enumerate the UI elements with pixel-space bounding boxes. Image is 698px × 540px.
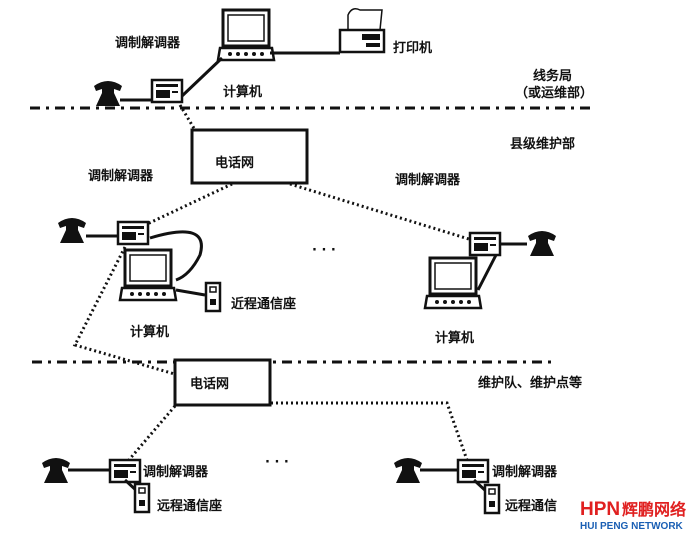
modem-icon <box>468 231 502 257</box>
modem-label: 调制解调器 <box>395 172 461 188</box>
printer-label: 打印机 <box>393 40 432 56</box>
level-bottom-label: 维护队、维护点等 <box>478 375 582 391</box>
watermark-bg <box>576 494 698 540</box>
remote-station-label: 远程通信座 <box>157 498 222 514</box>
telephone-icon <box>394 458 422 483</box>
phone-network-box <box>190 128 309 185</box>
modem-computer-cable <box>180 56 224 98</box>
modem-computer-cable <box>149 230 203 282</box>
watermark-brand-cn: 辉鹏网络 <box>622 500 686 519</box>
computer-icon <box>423 256 483 310</box>
phone-network-box <box>173 358 272 407</box>
computer-label: 计算机 <box>130 324 169 340</box>
phone-network-label: 电话网 <box>190 376 229 392</box>
telephone-icon <box>528 231 556 256</box>
level-top-label: 线务局 <box>533 68 572 84</box>
ellipsis: · · · <box>265 455 289 470</box>
level-top-sublabel: （或运维部） <box>515 85 593 101</box>
modem-computer-cable <box>476 254 498 291</box>
modem-icon <box>116 220 150 246</box>
modem-label: 调制解调器 <box>492 464 558 480</box>
link-right <box>289 182 473 242</box>
modem-icon <box>108 458 142 484</box>
remote-station-icon <box>483 483 501 515</box>
link-bottom-right <box>271 401 469 461</box>
link-bottom-left <box>126 405 177 462</box>
modem-icon <box>456 458 490 484</box>
ellipsis: · · · <box>312 243 336 258</box>
watermark-brand: HPN <box>580 499 620 520</box>
computer-icon <box>118 248 178 302</box>
computer-label: 计算机 <box>435 330 474 346</box>
telephone-icon <box>58 218 86 243</box>
phone-network-label: 电话网 <box>215 155 254 171</box>
remote-station-icon <box>133 482 151 514</box>
telephone-icon <box>94 81 122 106</box>
modem-label: 调制解调器 <box>115 35 181 51</box>
near-station-icon <box>204 281 222 313</box>
telephone-icon <box>42 458 70 483</box>
watermark-subtitle: HUI PENG NETWORK <box>580 521 684 532</box>
computer-station-cable <box>175 288 206 297</box>
modem-label: 调制解调器 <box>88 168 154 184</box>
modem-icon <box>150 78 184 104</box>
modem-label: 调制解调器 <box>143 464 209 480</box>
link-down <box>72 246 179 377</box>
remote-station-label: 远程通信 <box>505 498 557 514</box>
link-left <box>144 182 233 227</box>
near-station-label: 近程通信座 <box>231 296 296 312</box>
level-middle-label: 县级维护部 <box>510 136 575 152</box>
printer-icon <box>338 8 386 54</box>
computer-label: 计算机 <box>223 84 262 100</box>
computer-icon <box>216 8 276 62</box>
